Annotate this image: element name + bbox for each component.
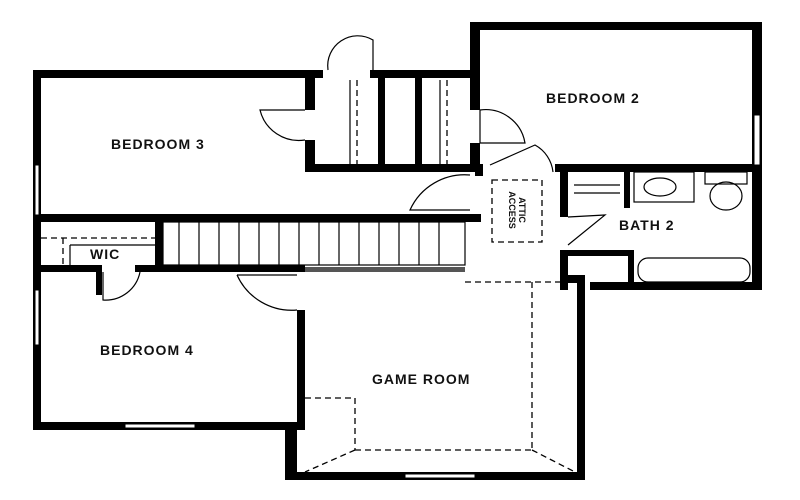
wall [470, 22, 480, 110]
wall [555, 164, 762, 172]
wall [41, 214, 481, 222]
toilet-icon [709, 181, 743, 211]
staircase [162, 221, 466, 272]
room-label-game-room: GAME ROOM [372, 371, 471, 387]
doors [102, 35, 607, 311]
wall [560, 275, 585, 283]
wall [305, 140, 315, 172]
wall [33, 70, 323, 78]
wall [577, 275, 585, 480]
room-label-bedroom-2: BEDROOM 2 [546, 90, 640, 106]
toilet-tank [704, 171, 748, 185]
wall [628, 250, 634, 290]
wall [560, 250, 568, 290]
wall [370, 70, 475, 78]
wall [415, 78, 422, 168]
wall [285, 425, 297, 480]
wall [470, 143, 480, 171]
wall [33, 70, 41, 430]
windows [34, 114, 761, 479]
sink-icon [643, 177, 677, 197]
wall [135, 265, 305, 272]
wall [590, 282, 762, 290]
wall [297, 310, 305, 430]
wall [378, 78, 385, 168]
room-label-bedroom-4: BEDROOM 4 [100, 342, 194, 358]
wall [96, 265, 102, 295]
dashed-lines [41, 80, 576, 473]
wall [470, 22, 762, 30]
wall [41, 265, 101, 272]
room-label-bedroom-3: BEDROOM 3 [111, 136, 205, 152]
bath-fixtures [574, 171, 751, 283]
room-label-wic: WIC [90, 246, 121, 262]
vanity [633, 171, 695, 203]
attic-label-line2: ACCESS [507, 191, 517, 229]
attic-access-label: ATTIC ACCESS [507, 180, 527, 240]
walls [33, 22, 762, 480]
wall [155, 222, 163, 272]
attic-label-line1: ATTIC [517, 197, 527, 223]
wall [568, 250, 633, 256]
room-label-bath-2: BATH 2 [619, 217, 675, 233]
wall [305, 78, 315, 110]
wall [475, 164, 483, 176]
bathtub-icon [637, 257, 751, 283]
attic-access-outline [491, 179, 543, 243]
wall [624, 172, 630, 208]
wall [560, 172, 568, 217]
wall [305, 164, 480, 172]
